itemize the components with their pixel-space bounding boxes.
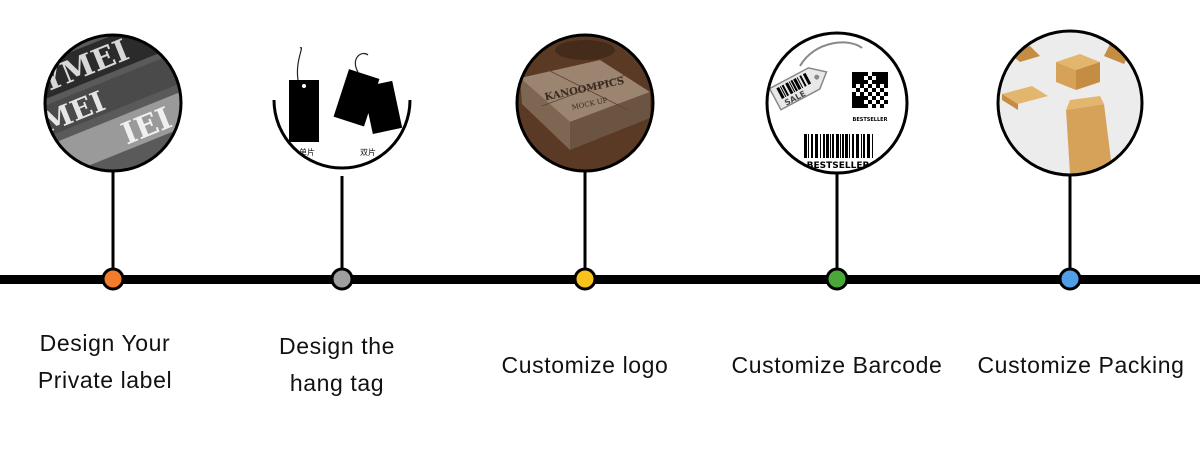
svg-text:BESTSELLER: BESTSELLER xyxy=(853,117,888,123)
step-label-line: Private label xyxy=(37,367,173,393)
step-label-line: hang tag xyxy=(289,370,385,396)
private-label-image: YMEI MEI IEI xyxy=(43,33,183,173)
hang-tag-double-caption: 双片 xyxy=(360,147,376,157)
step-label-line: Customize Barcode xyxy=(731,352,943,378)
hang-tag-single-caption: 单片 xyxy=(299,147,315,157)
step-label-line: Customize Packing xyxy=(977,352,1185,378)
step-label-line: Customize logo xyxy=(501,352,669,378)
logo-image: KANOOMPICS MOCK UP xyxy=(515,33,655,173)
step-dot-3 xyxy=(573,267,597,291)
step-label-line: Design Your xyxy=(39,330,171,356)
barcode-image: SALE BESTSELLER BESTSELLER xyxy=(765,31,909,175)
step-label-logo: Customize logo xyxy=(480,347,690,384)
step-dot-2 xyxy=(330,267,354,291)
step-dot-4 xyxy=(825,267,849,291)
timeline-bar xyxy=(0,275,1200,284)
svg-text:BESTSELLER: BESTSELLER xyxy=(807,161,870,171)
step-dot-5 xyxy=(1058,267,1082,291)
step-label-packing: Customize Packing xyxy=(964,347,1198,384)
packing-image xyxy=(996,29,1144,177)
hang-tag-image: 单片 双片 xyxy=(272,47,412,170)
step-label-private-label: Design Your Private label xyxy=(20,325,190,399)
step-label-hang-tag: Design the hang tag xyxy=(257,328,417,402)
step-label-line: Design the xyxy=(279,333,395,359)
step-label-barcode: Customize Barcode xyxy=(718,347,956,384)
step-dot-1 xyxy=(101,267,125,291)
